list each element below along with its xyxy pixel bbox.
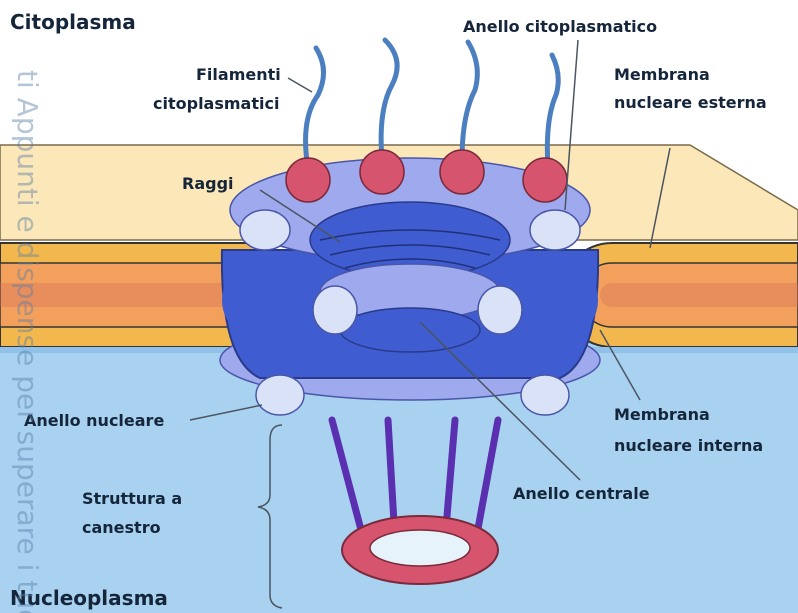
label-spokes: Raggi: [182, 174, 234, 193]
label-nuclear-ring: Anello nucleare: [24, 411, 164, 430]
label-cytoplasm: Citoplasma: [10, 10, 136, 34]
label-outer-membrane-line1: Membrana: [614, 65, 710, 84]
label-filaments-line2: citoplasmatici: [153, 94, 279, 113]
label-basket-line2: canestro: [82, 518, 161, 537]
cyto-ring-ball-3: [440, 150, 484, 194]
basket-ring: [342, 516, 498, 584]
watermark-text: ti Appunti e dispense per superare i tuo…: [11, 70, 44, 613]
central-knob-2: [478, 286, 522, 334]
cyto-ring-ball-4: [523, 158, 567, 202]
label-central-ring: Anello centrale: [513, 484, 650, 503]
spoke-knob-right: [530, 210, 580, 250]
label-inner-membrane-line1: Membrana: [614, 405, 710, 424]
label-basket-line1: Struttura a: [82, 489, 182, 508]
cyto-ring-ball-1: [286, 158, 330, 202]
nuclear-ring-knob-left: [256, 375, 304, 415]
label-filaments-line1: Filamenti: [196, 65, 281, 84]
central-knob-1: [313, 286, 357, 334]
label-cytoplasmic-ring: Anello citoplasmatico: [463, 17, 657, 36]
label-inner-membrane-line2: nucleare interna: [614, 436, 763, 455]
nuclear-ring-knob-right: [521, 375, 569, 415]
label-outer-membrane-line2: nucleare esterna: [614, 93, 767, 112]
spoke-knob-left: [240, 210, 290, 250]
cyto-ring-ball-2: [360, 150, 404, 194]
